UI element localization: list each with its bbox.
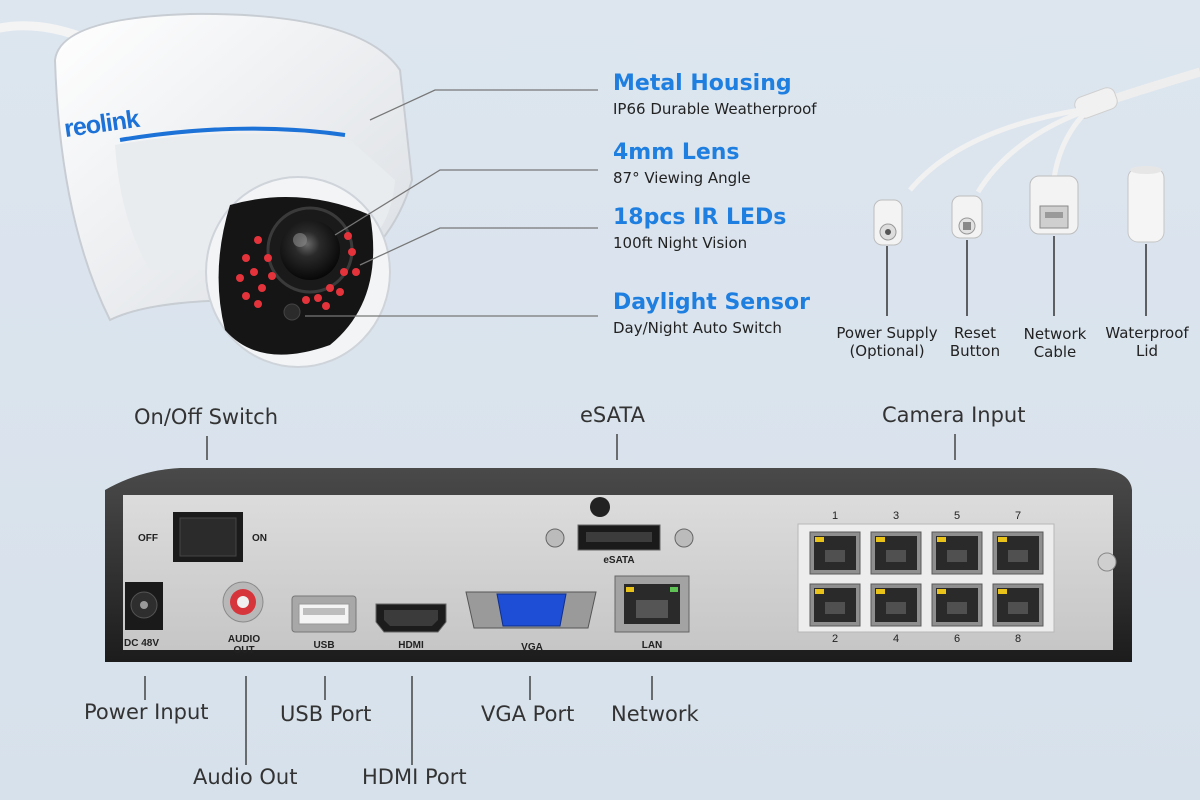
lan-port <box>614 575 690 633</box>
port-number: 8 <box>1015 633 1022 645</box>
label-hdmi-port: HDMI Port <box>362 765 467 789</box>
panel-label-off: OFF <box>138 533 158 544</box>
rj45-port <box>870 531 922 575</box>
dome-camera <box>0 12 414 368</box>
rj45-port <box>809 583 861 627</box>
rj45-port <box>931 583 983 627</box>
feature-title-housing: Metal Housing <box>613 71 792 96</box>
feature-sub-housing: IP66 Durable Weatherproof <box>613 100 817 118</box>
port-number: 7 <box>1015 510 1022 522</box>
port-number: 6 <box>954 633 961 645</box>
panel-label-on: ON <box>252 533 267 544</box>
port-number: 4 <box>893 633 900 645</box>
feature-title-lens: 4mm Lens <box>613 140 740 165</box>
nvr-recorder <box>105 468 1132 662</box>
connector-label-reset: Reset Button <box>949 324 1001 360</box>
label-esata: eSATA <box>580 403 645 427</box>
rj45-port <box>931 531 983 575</box>
connector-label-lid: Waterproof Lid <box>1105 324 1189 360</box>
port-number: 3 <box>893 510 900 522</box>
camera-callout-lines <box>305 89 598 317</box>
poe-ports <box>809 531 1044 627</box>
label-camera-input: Camera Input <box>882 403 1026 427</box>
camera-blue-ring <box>119 126 346 142</box>
label-on-off-switch: On/Off Switch <box>134 405 279 429</box>
cable-breakout <box>873 67 1200 316</box>
port-number: 1 <box>832 510 839 522</box>
lens-glint <box>293 233 307 247</box>
panel-label-esata: eSATA <box>603 555 635 566</box>
side-screw <box>1097 552 1117 572</box>
feature-title-ir: 18pcs IR LEDs <box>613 205 787 230</box>
hdmi-port <box>375 603 447 633</box>
feature-sub-lens: 87° Viewing Angle <box>613 169 751 187</box>
cable-callout-lines <box>886 236 1147 316</box>
label-network: Network <box>611 702 699 726</box>
port-number: 2 <box>832 633 839 645</box>
daylight-sensor <box>283 303 301 321</box>
rj45-port <box>809 531 861 575</box>
panel-label-audio: AUDIO OUT <box>227 634 261 656</box>
dc-jack-icon <box>873 199 903 246</box>
panel-label-hdmi: HDMI <box>398 640 424 651</box>
esata-port <box>545 497 694 551</box>
ir-leds <box>236 232 360 310</box>
nvr-callout-lines <box>144 434 956 765</box>
label-power-input: Power Input <box>84 700 209 724</box>
panel-label-dc: DC 48V <box>124 638 160 649</box>
rj45-icon <box>1029 175 1079 235</box>
feature-title-sensor: Daylight Sensor <box>613 290 810 315</box>
reset-button-icon <box>951 195 983 239</box>
lid-icon <box>1127 166 1165 243</box>
connector-label-network: Network Cable <box>1023 325 1087 361</box>
label-audio-out: Audio Out <box>193 765 298 789</box>
port-number: 5 <box>954 510 961 522</box>
panel-label-vga: VGA <box>521 642 543 653</box>
panel-label-lan: LAN <box>641 640 663 651</box>
feature-sub-sensor: Day/Night Auto Switch <box>613 319 782 337</box>
rj45-port <box>992 583 1044 627</box>
label-usb-port: USB Port <box>280 702 372 726</box>
camera-lens <box>280 220 340 280</box>
label-vga-port: VGA Port <box>481 702 575 726</box>
connector-label-power: Power Supply (Optional) <box>836 324 938 360</box>
rj45-port <box>992 531 1044 575</box>
panel-label-usb: USB <box>313 640 335 651</box>
audio-jack <box>222 581 264 623</box>
usb-port <box>291 595 357 633</box>
rj45-port <box>870 583 922 627</box>
vga-port <box>465 591 597 629</box>
feature-sub-ir: 100ft Night Vision <box>613 234 748 252</box>
